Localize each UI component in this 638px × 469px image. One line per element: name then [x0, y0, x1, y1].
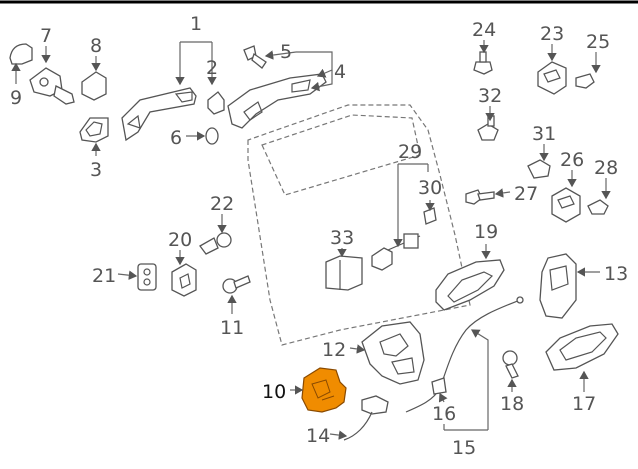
part-19-inside-handle [435, 259, 505, 311]
callout-16[interactable]: 16 [432, 403, 456, 425]
callout-19[interactable]: 19 [474, 221, 498, 243]
callout-4[interactable]: 4 [334, 61, 346, 83]
callout-18[interactable]: 18 [500, 393, 524, 415]
part-9-handle-cap [9, 43, 33, 65]
callout-17[interactable]: 17 [572, 393, 596, 415]
callout-10[interactable]: 10 [262, 381, 286, 403]
callout-26[interactable]: 26 [560, 149, 584, 171]
part-32-bolt [477, 115, 499, 141]
part-28-bolt [587, 199, 609, 215]
callout-1[interactable]: 1 [190, 13, 202, 35]
part-3-gasket [79, 117, 109, 143]
part-31-nut [527, 159, 551, 179]
callout-14[interactable]: 14 [306, 425, 330, 447]
part-20-striker [171, 263, 197, 297]
part-11-screw [222, 275, 251, 294]
callout-7[interactable]: 7 [40, 25, 52, 47]
callout-9[interactable]: 9 [10, 87, 22, 109]
part-18-bolt [502, 350, 519, 379]
part-1-outside-handle [121, 87, 197, 142]
callout-5[interactable]: 5 [280, 41, 292, 63]
callout-28[interactable]: 28 [594, 157, 618, 179]
part-6-grommet [205, 127, 219, 145]
callout-13[interactable]: 13 [604, 263, 628, 285]
part-23-hinge [537, 61, 567, 95]
callout-27[interactable]: 27 [514, 183, 538, 205]
callout-20[interactable]: 20 [168, 229, 192, 251]
part-5-bolt [243, 45, 267, 69]
part-26-hinge [551, 187, 581, 223]
callout-12[interactable]: 12 [322, 339, 346, 361]
part-17-bezel [545, 323, 619, 371]
callout-6[interactable]: 6 [170, 127, 182, 149]
part-33-module [325, 255, 363, 291]
callout-25[interactable]: 25 [586, 31, 610, 53]
callout-24[interactable]: 24 [472, 19, 496, 41]
part-21-plate [137, 263, 157, 291]
part-10-door-latch[interactable] [301, 367, 347, 413]
callout-21[interactable]: 21 [92, 265, 116, 287]
callout-11[interactable]: 11 [220, 317, 244, 339]
part-24-bolt [473, 51, 493, 75]
callout-8[interactable]: 8 [90, 35, 102, 57]
part-25-bolt [575, 73, 595, 89]
callout-2[interactable]: 2 [206, 57, 218, 79]
part-4-handle-bracket [227, 73, 327, 129]
callout-32[interactable]: 32 [478, 85, 502, 107]
leader-lines [11, 40, 611, 440]
callout-22[interactable]: 22 [210, 193, 234, 215]
part-27-bolt [465, 189, 495, 205]
callout-33[interactable]: 33 [330, 227, 354, 249]
callout-30[interactable]: 30 [418, 177, 442, 199]
callout-labels: 1 2 3 4 5 6 7 8 9 10 11 12 13 14 15 16 1… [10, 13, 628, 459]
callout-3[interactable]: 3 [90, 159, 102, 181]
part-14-cable [343, 395, 389, 441]
part-30-seal [423, 207, 437, 225]
part-2-clip [207, 91, 225, 115]
part-8-cylinder-housing [81, 71, 107, 101]
part-13-bracket [539, 253, 577, 319]
callout-29[interactable]: 29 [398, 141, 422, 163]
door-outline [247, 104, 471, 346]
part-12-latch-bracket [361, 321, 425, 385]
part-29-rod [371, 233, 421, 271]
callout-23[interactable]: 23 [540, 23, 564, 45]
callout-15[interactable]: 15 [452, 437, 476, 459]
part-15-cable [405, 296, 524, 413]
callout-31[interactable]: 31 [532, 123, 556, 145]
part-7-lock-cylinder [29, 67, 75, 105]
part-22-bolt [199, 232, 232, 255]
